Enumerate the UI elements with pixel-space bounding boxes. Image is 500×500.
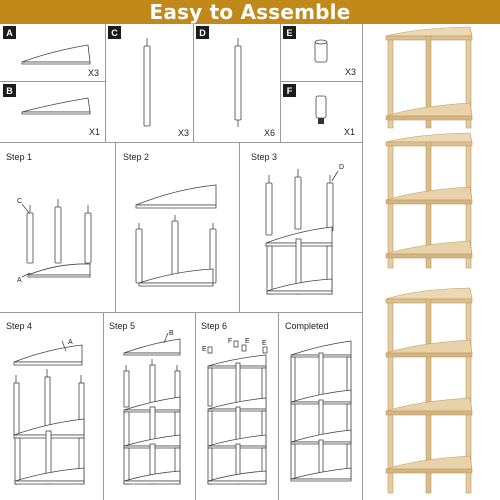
part-c-qty: X3 xyxy=(178,128,190,138)
step-1-illustration: C A xyxy=(17,198,92,284)
step-4-cell: Step 4 A xyxy=(0,313,104,500)
part-e-cell: E X3 xyxy=(281,24,363,82)
part-letter-e: E xyxy=(283,26,296,39)
callout-a: A xyxy=(17,277,22,284)
post-d-illustration xyxy=(234,38,242,127)
callout-d: D xyxy=(339,164,344,171)
step-3-label: Step 3 xyxy=(251,152,278,162)
step-6-label: Step 6 xyxy=(201,321,228,331)
part-letter-b: B xyxy=(3,84,16,97)
step-1-label: Step 1 xyxy=(6,152,33,162)
part-d-cell: D X6 xyxy=(194,24,281,143)
callout-a-step4: A xyxy=(68,339,73,346)
part-letter-a: A xyxy=(3,26,16,39)
step-4-illustration: A xyxy=(13,339,85,485)
step-5-label: Step 5 xyxy=(109,321,136,331)
completed-label: Completed xyxy=(285,321,329,331)
step-2-label: Step 2 xyxy=(123,152,150,162)
foot-cap-e-illustration xyxy=(314,39,328,63)
part-d-qty: X6 xyxy=(264,128,276,138)
three-tier-shelf-photo xyxy=(385,132,473,269)
step-4-label: Step 4 xyxy=(6,321,33,331)
post-c-illustration xyxy=(143,38,151,127)
completed-cell: Completed xyxy=(279,313,363,500)
step-2-illustration xyxy=(135,184,217,287)
step-5-illustration: B xyxy=(123,330,181,485)
part-e-qty: X3 xyxy=(345,67,357,77)
step-6-cell: Step 6 E F E E xyxy=(196,313,279,500)
callout-c: C xyxy=(17,198,22,205)
shelf-b-illustration xyxy=(21,97,91,115)
part-f-qty: X1 xyxy=(344,127,356,137)
two-tier-shelf-photo xyxy=(385,26,473,129)
foot-f-illustration xyxy=(315,95,327,124)
title-banner: Easy to Assemble xyxy=(0,0,500,24)
callout-b: B xyxy=(169,330,174,337)
part-f-cell: F X1 xyxy=(281,82,363,143)
callout-f: F xyxy=(228,338,232,345)
part-c-cell: C X3 xyxy=(106,24,194,143)
part-letter-d: D xyxy=(196,26,209,39)
step-5-cell: Step 5 B xyxy=(104,313,196,500)
shelf-a-illustration xyxy=(21,44,91,65)
step-2-cell: Step 2 xyxy=(116,143,240,313)
callout-e-left: E xyxy=(202,346,207,353)
part-letter-f: F xyxy=(283,84,296,97)
step-3-cell: Step 3 D xyxy=(240,143,363,313)
part-b-cell: B X1 xyxy=(0,82,106,143)
part-letter-c: C xyxy=(108,26,121,39)
part-a-cell: A X3 xyxy=(0,24,106,82)
callout-e-mid: E xyxy=(245,338,250,345)
part-a-qty: X3 xyxy=(88,68,100,78)
step-1-cell: Step 1 C A xyxy=(0,143,116,313)
completed-illustration xyxy=(290,340,352,482)
part-b-qty: X1 xyxy=(89,127,101,137)
step-6-illustration: E F E E xyxy=(202,338,268,485)
step-3-illustration: D xyxy=(265,164,344,295)
page-title: Easy to Assemble xyxy=(149,0,351,24)
four-tier-shelf-photo xyxy=(385,287,473,494)
callout-e-right: E xyxy=(262,340,267,347)
